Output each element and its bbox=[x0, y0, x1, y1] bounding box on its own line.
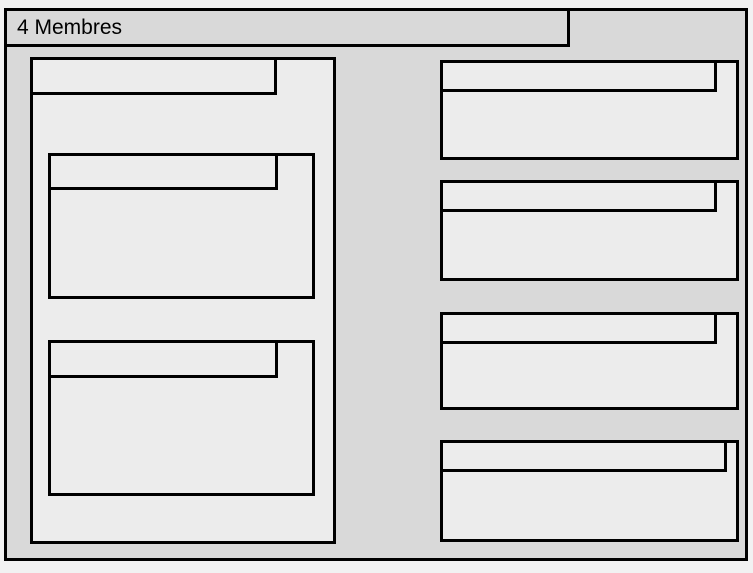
members-group-title-label: 4 Membres bbox=[17, 15, 123, 39]
right-box-1-tab-header bbox=[440, 60, 717, 92]
right-box-4-tab-header bbox=[440, 440, 727, 472]
right-box-2-tab-header bbox=[440, 180, 717, 212]
left-panel-tab-header bbox=[30, 57, 277, 95]
right-box-3-tab-header bbox=[440, 312, 717, 344]
left-sub-box-1-tab-header bbox=[48, 153, 278, 190]
members-group-title-bar: 4 Membres bbox=[4, 8, 570, 47]
left-sub-box-2-tab-header bbox=[48, 340, 278, 378]
